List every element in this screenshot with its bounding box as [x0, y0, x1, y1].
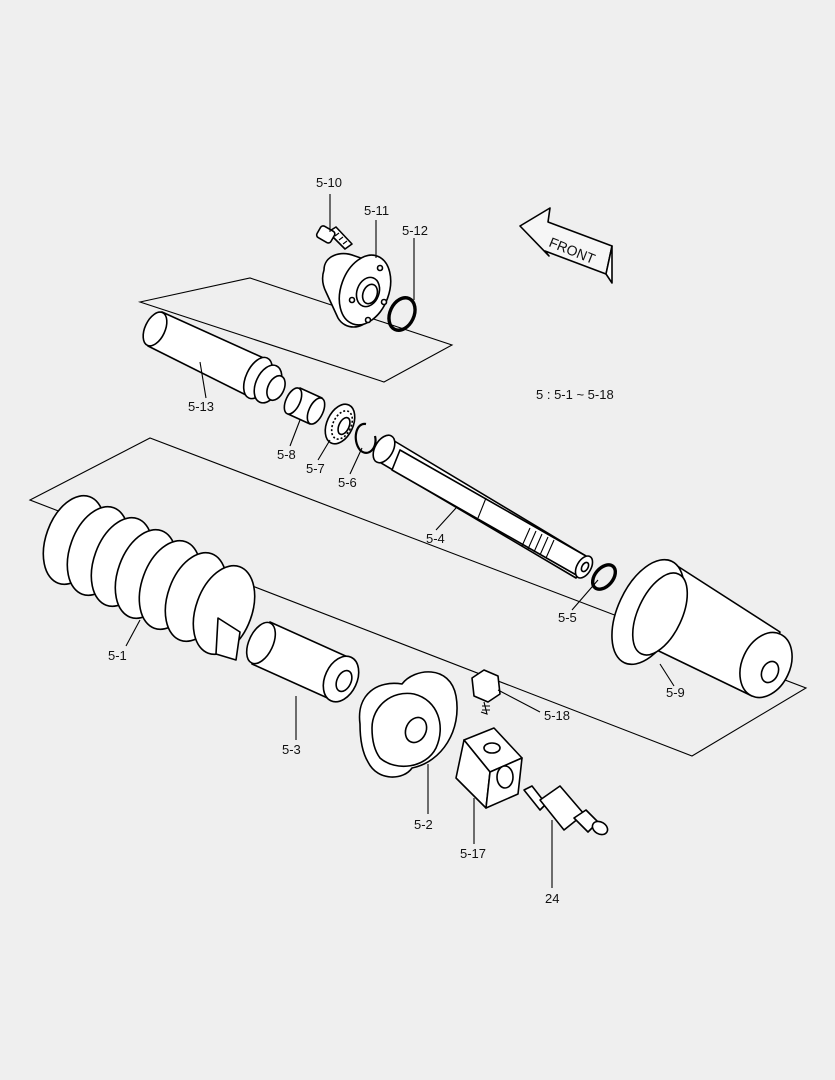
part-5-18-plug: [471, 669, 501, 715]
part-5-1-spring: [42, 494, 256, 661]
label-5-6: 5-6: [338, 475, 357, 490]
part-5-2-bracket: [358, 671, 458, 778]
part-5-3-bushing: [245, 621, 360, 703]
part-5-9-cylinder: [611, 558, 793, 699]
label-5-5: 5-5: [558, 610, 577, 625]
part-5-11-flange: [321, 252, 392, 328]
label-5-1: 5-1: [108, 648, 127, 663]
label-24: 24: [545, 891, 559, 906]
part-5-13-tube: [142, 311, 286, 404]
label-5-9: 5-9: [666, 685, 685, 700]
group-legend: 5 : 5-1 ~ 5-18: [536, 387, 614, 402]
lower-group-frame: [28, 437, 808, 757]
label-5-11: 5-11: [364, 203, 389, 218]
label-5-3: 5-3: [282, 742, 301, 757]
label-5-18: 5-18: [544, 708, 570, 723]
part-5-6-snap-ring: [354, 422, 377, 454]
part-5-7-bearing: [324, 403, 356, 445]
part-24-grease-fitting: [523, 785, 609, 836]
label-5-7: 5-7: [306, 461, 325, 476]
label-5-12: 5-12: [402, 223, 428, 238]
label-5-10: 5-10: [316, 175, 342, 190]
upper-group-frame: [137, 277, 454, 383]
part-5-10-bolt: [315, 225, 353, 250]
label-5-2: 5-2: [414, 817, 433, 832]
part-5-4-shaft: [372, 434, 594, 579]
part-5-12-o-ring: [387, 296, 417, 332]
label-5-4: 5-4: [426, 531, 445, 546]
part-5-5-o-ring: [590, 563, 618, 591]
label-5-17: 5-17: [460, 846, 486, 861]
label-5-13: 5-13: [188, 399, 214, 414]
label-5-8: 5-8: [277, 447, 296, 462]
part-5-8-sleeve: [283, 387, 326, 425]
leader-lines: [125, 194, 675, 888]
part-5-17-fitting-block: [455, 727, 523, 809]
front-arrow: FRONT: [519, 207, 613, 284]
